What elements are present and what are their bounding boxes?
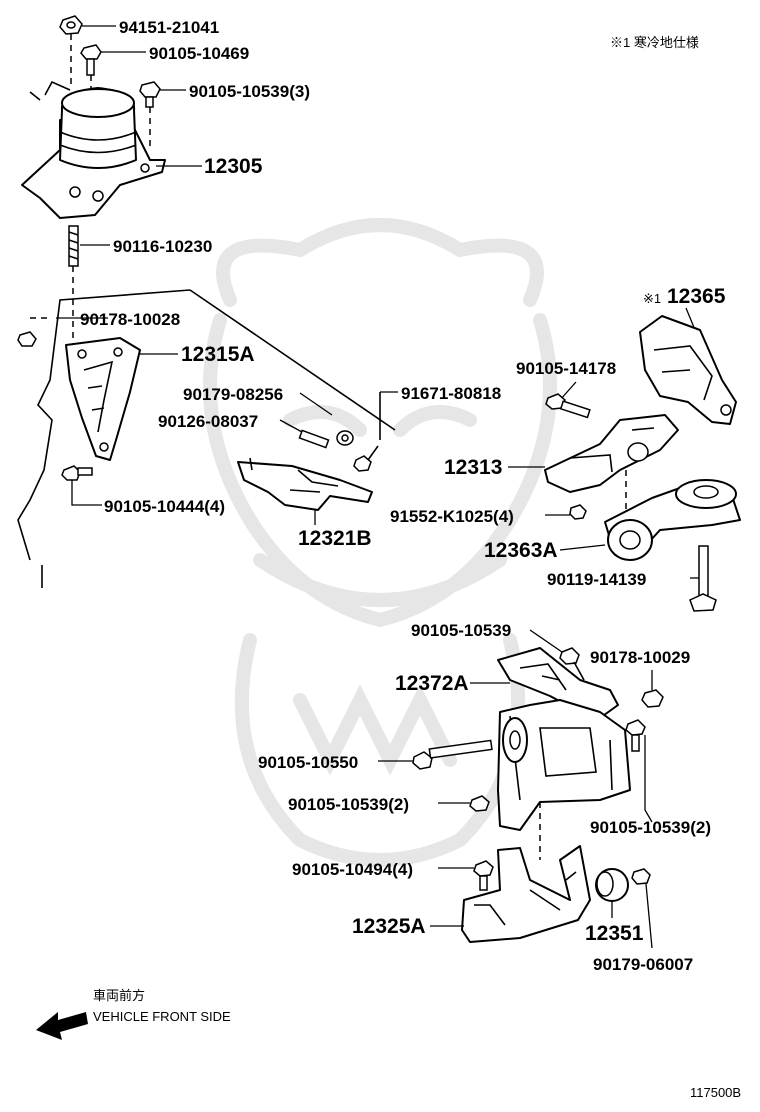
bolt-shank-icon <box>145 96 154 108</box>
cold-region-note: ※1 寒冷地仕様 <box>610 35 699 50</box>
engine-mount-top <box>61 88 135 118</box>
nut-icon <box>631 868 651 885</box>
label-12363A: 12363A <box>484 539 558 562</box>
label-12365: 12365 <box>667 285 726 308</box>
rear-mount-assembly: ※1 12365 90105-14178 12313 91552-K1025(4… <box>390 285 741 612</box>
engine-bracket-12315A <box>65 337 141 461</box>
mount-bracket-12372A <box>497 647 619 719</box>
label-90179-08256: 90179-08256 <box>183 385 283 404</box>
bolt-head-icon <box>80 44 102 60</box>
bolt-shank-icon <box>77 467 93 476</box>
label-90178-10029: 90178-10029 <box>590 648 690 667</box>
label-90105-10469: 90105-10469 <box>149 44 249 63</box>
bolt-shank-icon <box>559 400 591 419</box>
label-90179-06007: 90179-06007 <box>593 955 693 974</box>
mount-bracket-12325A <box>461 845 591 943</box>
label-91552-K1025-4: 91552-K1025(4) <box>390 507 514 526</box>
label-90178-10028: 90178-10028 <box>80 310 180 329</box>
bolt-head-icon <box>61 465 81 481</box>
engine-block-outline <box>17 289 396 561</box>
vehicle-front-label-jp: 車両前方 <box>93 988 145 1003</box>
vehicle-front-label-en: VEHICLE FRONT SIDE <box>93 1009 231 1024</box>
bolt-head-icon <box>139 81 161 98</box>
label-90119-14139: 90119-14139 <box>547 570 646 589</box>
bracket-12321B-assembly: 90179-08256 91671-80818 90126-08037 1232… <box>158 384 501 550</box>
label-90105-10550: 90105-10550 <box>258 753 358 772</box>
figure-code: 117500B <box>690 1085 741 1100</box>
bolt-head-icon <box>569 504 587 520</box>
bolt-head-icon <box>353 455 372 472</box>
label-12325A: 12325A <box>352 915 426 938</box>
nut-hole-icon <box>66 21 76 29</box>
through-bolt-icon <box>698 545 709 597</box>
engine-mount-body <box>497 699 631 831</box>
bolt-head-icon <box>469 795 490 812</box>
vehicle-front-indicator: 車両前方 VEHICLE FRONT SIDE <box>36 988 231 1040</box>
label-90105-10539-2a: 90105-10539(2) <box>288 795 409 814</box>
bolt-shank-icon <box>428 739 493 759</box>
transmission-bracket-12321B <box>237 461 373 511</box>
nut-icon <box>17 331 37 347</box>
bolt-shank-icon <box>631 734 640 752</box>
label-91671-80818: 91671-80818 <box>401 384 501 403</box>
label-90105-14178: 90105-14178 <box>516 359 616 378</box>
label-90105-10444-4: 90105-10444(4) <box>104 497 225 516</box>
bolt-head-icon <box>412 751 433 770</box>
label-90105-10539-a: 90105-10539 <box>411 621 511 640</box>
bolt-head-icon <box>689 593 717 612</box>
label-94151-21041: 94151-21041 <box>119 18 219 37</box>
label-12351: 12351 <box>585 922 644 945</box>
label-12372A: 12372A <box>395 672 469 695</box>
bolt-shank-icon <box>479 875 488 891</box>
cold-region-mark: ※1 <box>643 291 661 306</box>
bolt-head-icon <box>625 719 646 736</box>
label-12321B: 12321B <box>298 527 372 550</box>
mount-bracket-12313 <box>544 414 679 493</box>
label-90116-10230: 90116-10230 <box>113 237 212 256</box>
bolt-shank-icon <box>86 58 95 76</box>
engine-mount-12305-assembly: 94151-21041 90105-10469 90105-10539(3) 1… <box>21 15 310 350</box>
bolt-head-icon <box>473 860 494 877</box>
label-90126-08037: 90126-08037 <box>158 412 258 431</box>
label-90105-10539-3: 90105-10539(3) <box>189 82 310 101</box>
label-12305: 12305 <box>204 155 263 178</box>
arrow-left-icon <box>36 1012 88 1040</box>
engine-bracket-12315A-assembly: 90178-10028 12315A 90105-10444(4) <box>17 289 396 588</box>
label-12315A: 12315A <box>181 343 255 366</box>
bolt-head-icon <box>559 647 580 665</box>
lower-mount-assembly: 90105-10539 90178-10029 12372A 90105-105… <box>258 621 711 974</box>
label-12313: 12313 <box>444 456 502 479</box>
label-90105-10539-2b: 90105-10539(2) <box>590 818 711 837</box>
nut-icon <box>641 689 664 708</box>
label-90105-10494-4: 90105-10494(4) <box>292 860 413 879</box>
stud-bolt-icon <box>298 429 330 449</box>
